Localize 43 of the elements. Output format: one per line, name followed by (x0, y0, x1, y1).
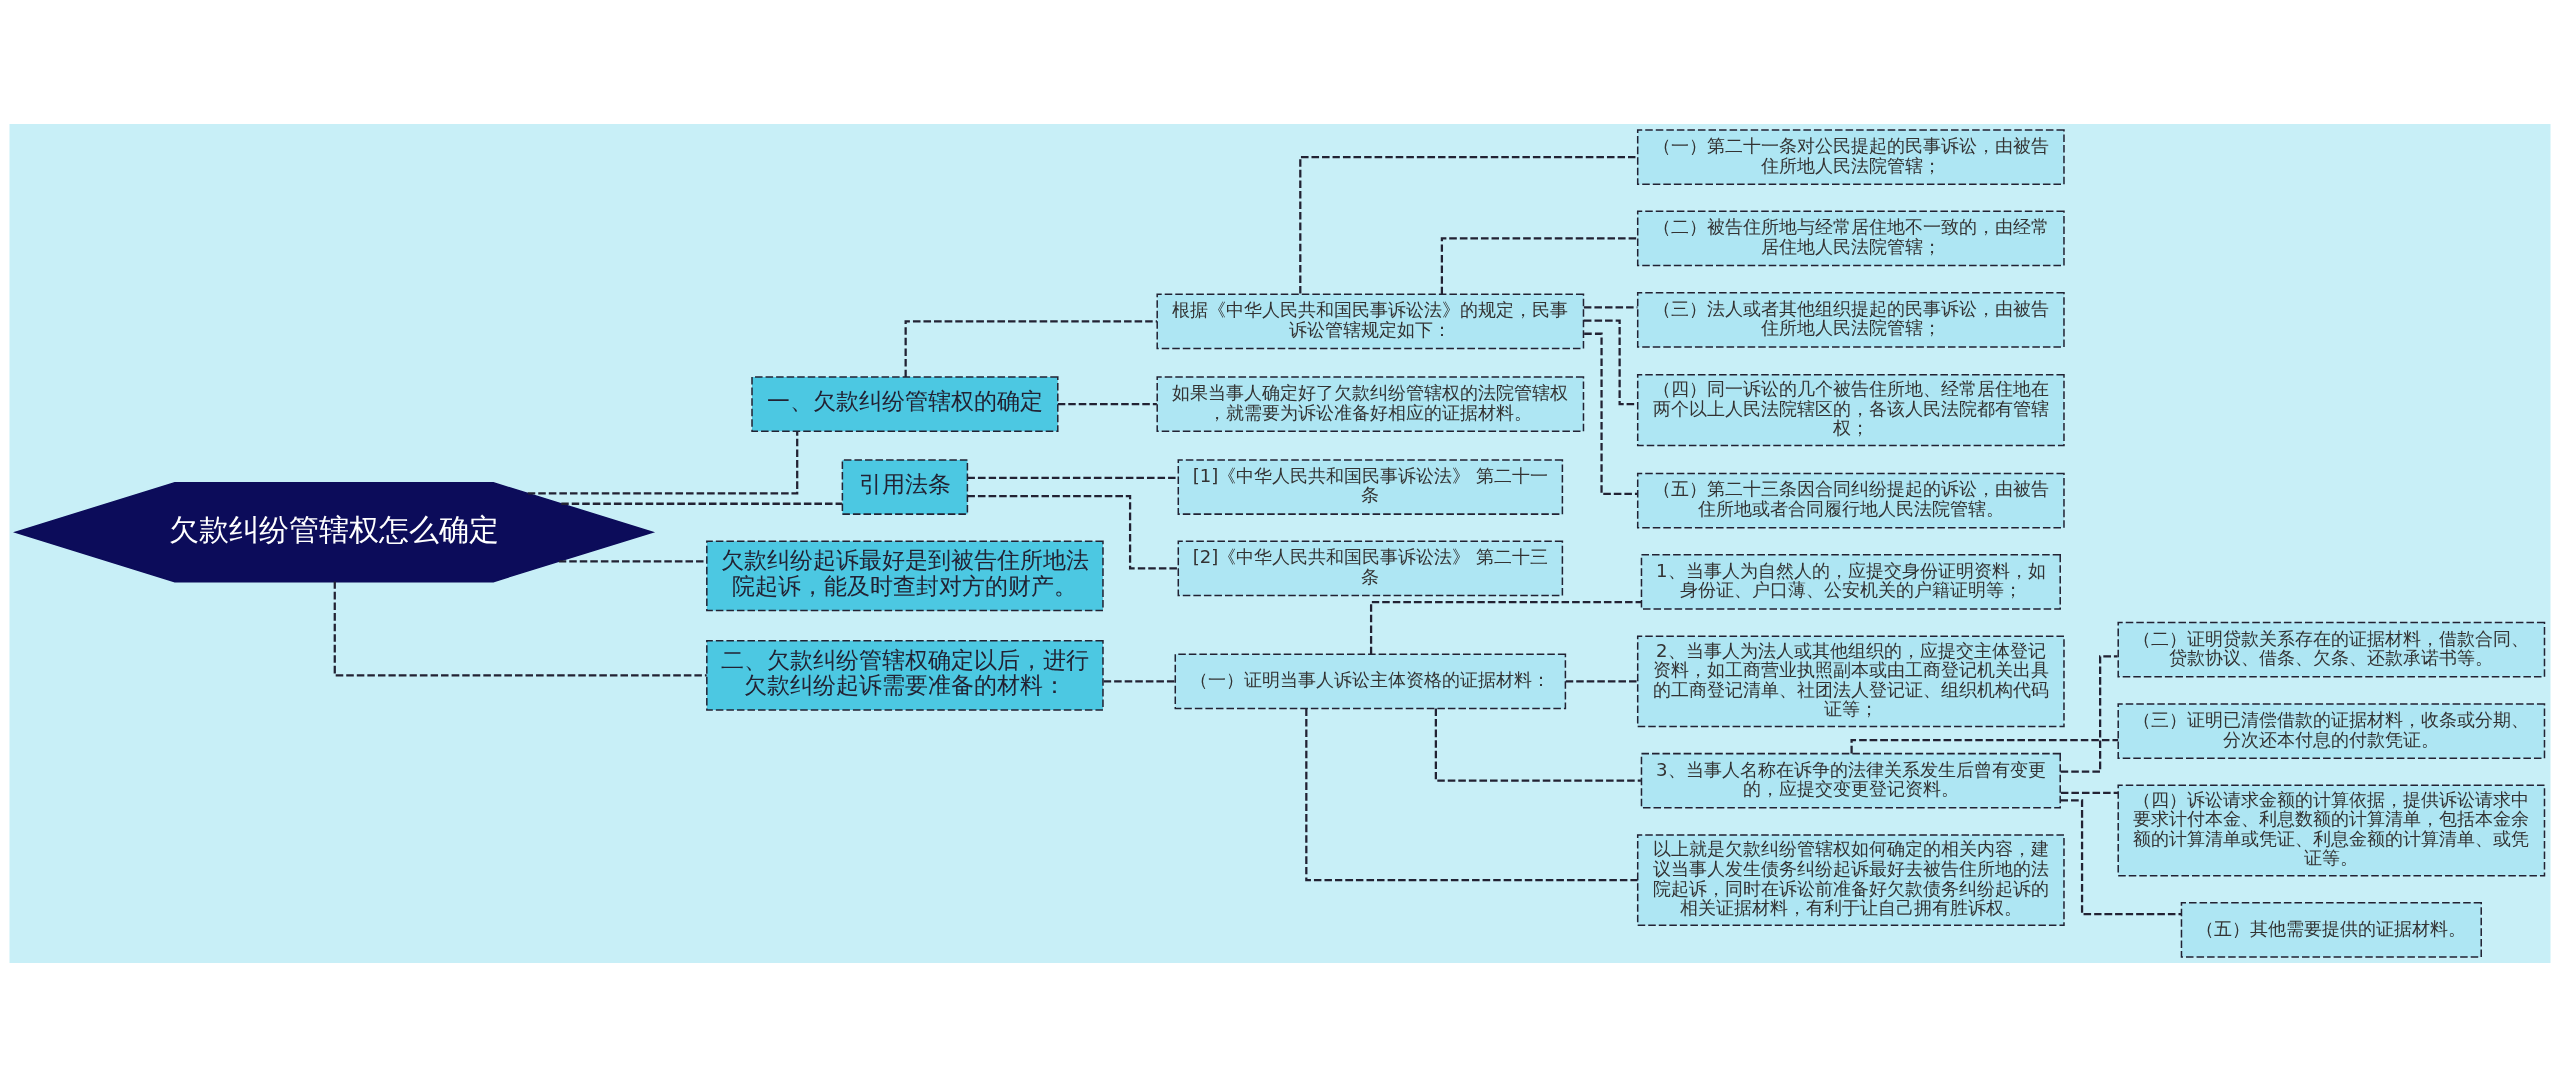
node-box: （五）第二十三条因合同纠纷提起的诉讼，由被告住所地或者合同履行地人民法院管辖。 (1636, 472, 2065, 529)
node-box: （三）法人或者其他组织提起的民事诉讼，由被告住所地人民法院管辖； (1636, 291, 2065, 348)
node-box: （一）第二十一条对公民提起的民事诉讼，由被告住所地人民法院管辖； (1636, 129, 2065, 185)
connector (1057, 403, 1157, 406)
connector (1369, 601, 1642, 655)
node-box: 3、当事人名称在诉争的法律关系发生后曾有变更的，应提交变更登记资料。 (1640, 752, 2061, 809)
connector (967, 494, 1179, 570)
connector (2060, 799, 2182, 916)
connector (2060, 791, 2118, 794)
node-box: 2、当事人为法人或其他组织的，应提交主体登记资料，如工商营业执照副本或由工商登记机关出具的工商登记清单、社团法人登记证、组织机构代码证等； (1636, 635, 2065, 728)
connector (1583, 319, 1637, 406)
connector (967, 476, 1178, 480)
node-box: （四）诉讼请求金额的计算依据，提供诉讼请求中要求计付本金、利息数额的计算清单，包括本金余额的计算清单或凭证、利息金额的计算清单、或凭证等。 (2117, 784, 2546, 877)
node-box: （四）同一诉讼的几个被告住所地、经常居住地在两个以上人民法院辖区的，各该人民法院都有管辖权； (1636, 374, 2065, 447)
connector (561, 502, 842, 505)
connector (527, 431, 799, 495)
node-box: [2]《中华人民共和国民事诉讼法》 第二十三条 (1177, 540, 1564, 597)
node-box: （三）证明已清偿借款的证据材料，收条或分期、分次还本付息的付款凭证。 (2117, 703, 2546, 759)
connector (1850, 738, 2119, 754)
node-box: 以上就是欠款纠纷管辖权如何确定的相关内容，建议当事人发生债务纠纷起诉最好去被告住所地的法院起诉，同时在诉讼前准备好欠款债务纠纷起诉的相关证据材料，有利于让自己拥有胜诉权。 (1636, 834, 2065, 927)
node-box: （二）证明贷款关系存在的证据材料，借款合同、贷款协议、借条、欠条、还款承诺书等。 (2117, 621, 2546, 678)
connector (1584, 332, 1638, 495)
connector (1565, 680, 1638, 683)
node-box: （二）被告住所地与经常居住地不一致的，由经常居住地人民法院管辖； (1636, 210, 2065, 267)
node-box: [1]《中华人民共和国民事诉讼法》 第二十一条 (1177, 459, 1564, 515)
node-box: （一）证明当事人诉讼主体资格的证据材料： (1174, 653, 1567, 710)
node-box: 引用法条 (841, 459, 969, 515)
node-box: 如果当事人确定好了欠款纠纷管辖权的法院管辖权，就需要为诉讼准备好相应的证据材料。 (1156, 376, 1585, 433)
connector (333, 581, 707, 677)
node-box: 1、当事人为自然人的，应提交身份证明资料，如身份证、户口薄、公安机关的户籍证明等； (1640, 554, 2061, 610)
node-box: 欠款纠纷起诉最好是到被告住所地法院起诉，能及时查封对方的财产。 (706, 540, 1104, 612)
node-box: 二、欠款纠纷管辖权确定以后，进行欠款纠纷起诉需要准备的材料： (706, 639, 1104, 711)
connector (1305, 708, 1638, 882)
connector (558, 560, 707, 563)
connector (1440, 237, 1638, 295)
connector (1434, 708, 1641, 782)
node-box: （五）其他需要提供的证据材料。 (2180, 902, 2482, 958)
node-box: 一、欠款纠纷管辖权的确定 (751, 376, 1059, 433)
node-box: 根据《中华人民共和国民事诉讼法》的规定，民事诉讼管辖规定如下： (1156, 293, 1585, 350)
connector (2060, 655, 2118, 773)
connector (1299, 156, 1638, 294)
connector (1103, 680, 1176, 683)
connector (904, 320, 1158, 378)
